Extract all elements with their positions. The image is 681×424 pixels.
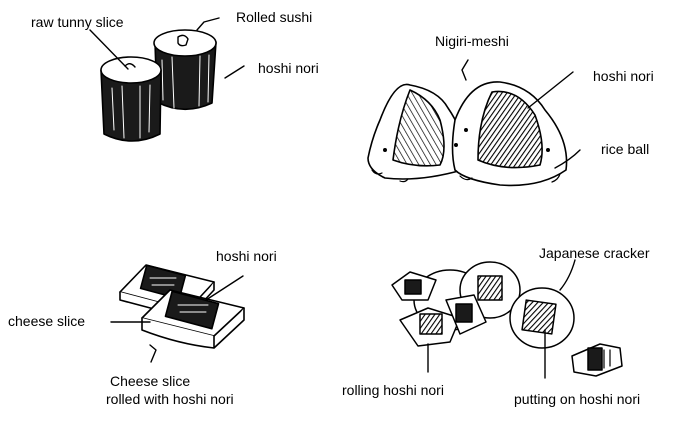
label-raw-tunny-slice: raw tunny slice — [31, 14, 124, 30]
rolled-sushi-drawing — [100, 29, 217, 142]
label-rolled-sushi: Rolled sushi — [236, 9, 313, 25]
cheese-leaders — [110, 275, 244, 363]
rolled-sushi-leaders — [89, 17, 245, 79]
label-rolling-hoshi-nori: rolling hoshi nori — [342, 382, 444, 398]
label-cheese-rolled-line1: Cheese slice — [110, 373, 191, 389]
label-hoshi-nori-cheese: hoshi nori — [216, 248, 277, 264]
japanese-crackers-drawing — [391, 261, 623, 377]
label-rice-ball: rice ball — [601, 141, 650, 157]
nigiri-meshi-drawing — [367, 81, 568, 187]
label-hoshi-nori-sushi: hoshi nori — [258, 60, 319, 76]
label-hoshi-nori-nigiri: hoshi nori — [593, 68, 654, 84]
nigiri-leaders — [461, 59, 581, 169]
nori-right — [477, 90, 543, 169]
label-cheese-rolled-line2: rolled with hoshi nori — [106, 391, 234, 407]
label-putting-on-hoshi-nori: putting on hoshi nori — [514, 391, 641, 407]
rolled-sushi-front-top — [100, 56, 162, 84]
label-nigiri-meshi: Nigiri-meshi — [435, 33, 509, 49]
nori-left — [392, 89, 445, 167]
rolled-sushi-front-body — [100, 69, 162, 142]
label-japanese-cracker: Japanese cracker — [539, 245, 650, 261]
cracker-leaders — [427, 259, 576, 379]
label-cheese-slice: cheese slice — [8, 313, 86, 329]
cheese-slices-drawing — [119, 264, 245, 349]
